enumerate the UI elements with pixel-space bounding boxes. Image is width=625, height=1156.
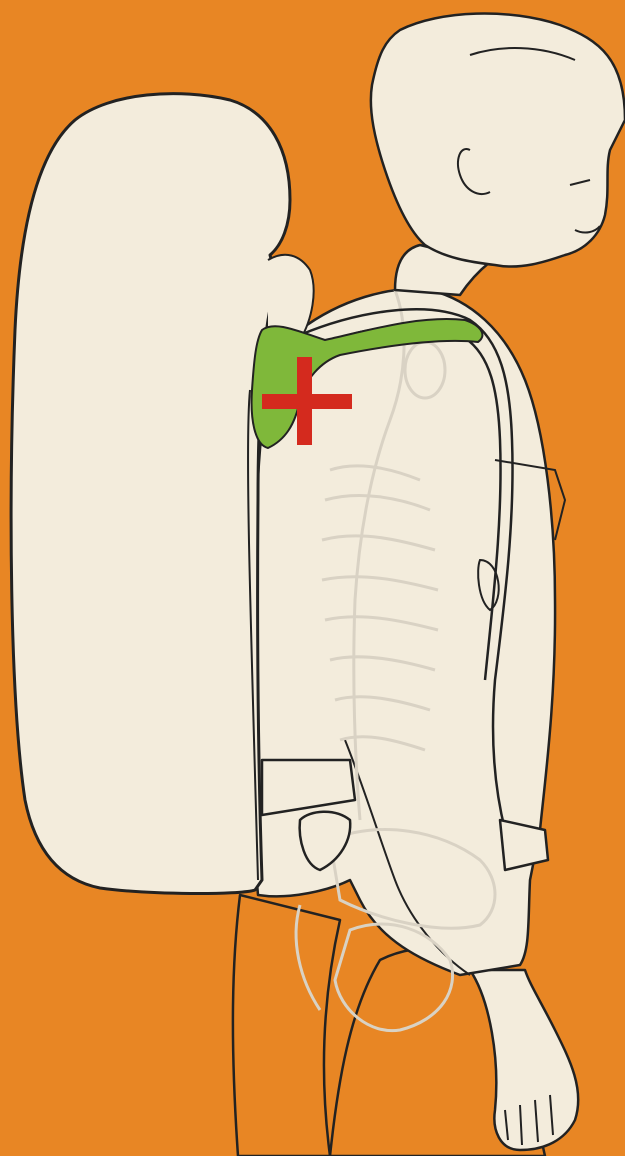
backpack-fit-illustration	[0, 0, 625, 1156]
